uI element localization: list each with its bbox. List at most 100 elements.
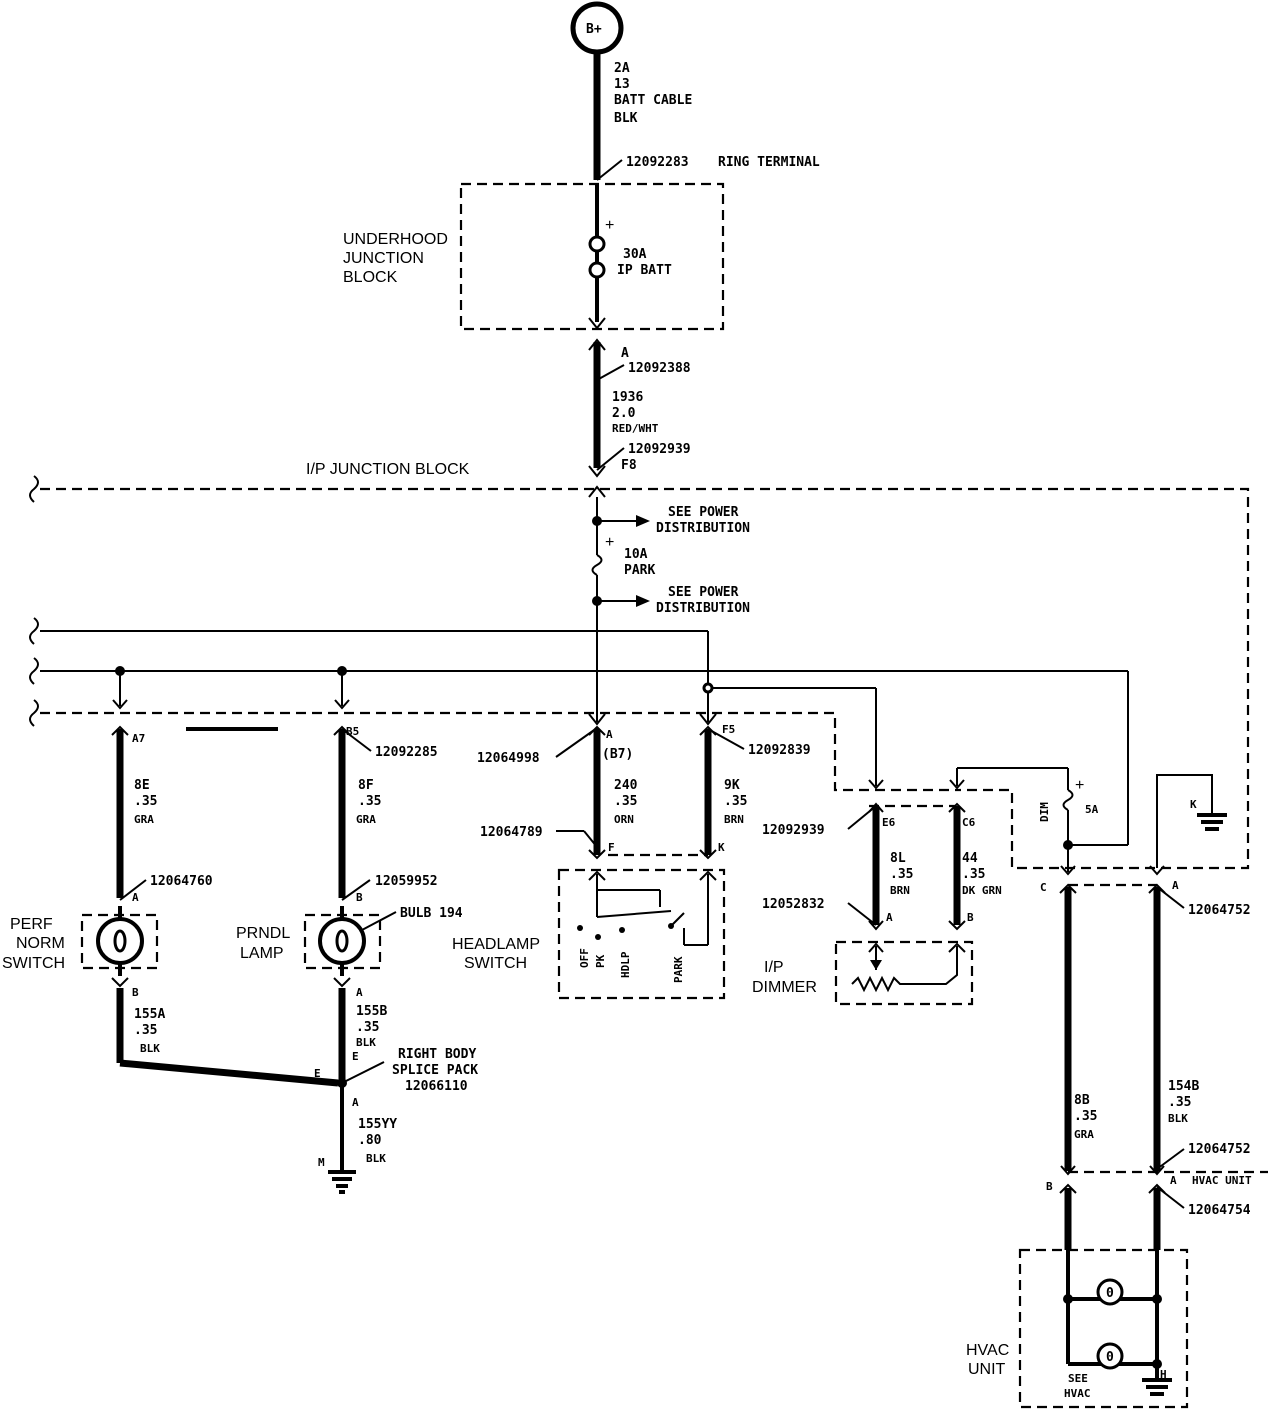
- prndl-label-1: PRNDL: [236, 925, 290, 942]
- branch-a7-gauge: .35: [134, 794, 157, 809]
- hvac-unit-label-1: HVAC: [966, 1342, 1009, 1359]
- headlamp-pos-park: PARK: [672, 956, 685, 983]
- headlamp-pos-hdlp: HDLP: [619, 951, 632, 978]
- prndl-part: 12059952: [375, 874, 438, 889]
- prndl-pin-b: B: [356, 891, 363, 904]
- hvac-conn-part-bottom: 12064754: [1188, 1203, 1251, 1218]
- wire-8b-circuit: 8B: [1074, 1093, 1090, 1108]
- headlamp-pos-off: OFF: [578, 948, 591, 968]
- batt-cable-color: BLK: [614, 111, 638, 126]
- perf-switch-pin-a: A: [132, 891, 139, 904]
- underhood-junction-block: UNDERHOOD JUNCTION BLOCK + 30A IP BATT: [343, 182, 725, 351]
- wire-154b-circuit: 154B: [1168, 1079, 1199, 1094]
- branch-a7-color: GRA: [134, 813, 154, 826]
- headlamp-label-1: HEADLAMP: [452, 936, 540, 953]
- battery-feed: B+ 2A 13 BATT CABLE BLK 12092283 RING TE…: [570, 1, 820, 181]
- ip-dimmer: E6 12092939 8L .35 BRN 12052832 A C6 44 …: [752, 767, 1068, 1006]
- splice-label-1: RIGHT BODY: [398, 1047, 476, 1062]
- underhood-label-1: UNDERHOOD: [343, 231, 448, 248]
- hvac-see-1: SEE: [1068, 1372, 1088, 1385]
- hvac-unit-label-2: UNIT: [968, 1361, 1006, 1378]
- power-dist-1-line1: SEE POWER: [668, 505, 739, 520]
- branch-f5-pin: F5: [722, 723, 735, 736]
- branch-a-gauge: .35: [614, 794, 637, 809]
- perf-switch-part: 12064760: [150, 874, 213, 889]
- splice-pin-e2: E: [352, 1050, 359, 1063]
- dimmer-pin-b: B: [967, 911, 974, 924]
- branch-f5-circuit: 9K: [724, 778, 740, 793]
- hvac-part-a: 12064752: [1188, 903, 1251, 918]
- dim-fuse-rating: 5A: [1085, 803, 1099, 816]
- park-fuse-section: SEE POWER DISTRIBUTION + 10A PARK SEE PO…: [588, 497, 750, 726]
- hvac-pin-k: K: [1190, 798, 1197, 811]
- wire-155a-color: BLK: [140, 1042, 160, 1055]
- headlamp-pin-k: K: [718, 841, 725, 854]
- headlamp-pin-f: F: [608, 841, 615, 854]
- dim-fuse-plus: +: [1075, 777, 1084, 794]
- branch-a7-circuit: 8E: [134, 778, 150, 793]
- headlamp-label-2: SWITCH: [464, 955, 527, 972]
- wire-8l-circuit: 8L: [890, 851, 906, 866]
- wire-1936-circuit: 1936: [612, 390, 643, 405]
- wire-44-color: DK GRN: [962, 884, 1002, 897]
- hvac-pin-h: H: [1160, 1368, 1167, 1381]
- wire-1936: A 12092388 1936 2.0 RED/WHT 12092939 F8: [588, 342, 691, 498]
- wire-8l-color: BRN: [890, 884, 910, 897]
- park-fuse-rating: 10A: [624, 547, 648, 562]
- splice-pin-e: E: [314, 1067, 321, 1080]
- hvac-conn-pin-b: B: [1046, 1180, 1053, 1193]
- headlamp-switch: F K OFF PK HDLP PARK HEADLAMP SWITCH: [452, 841, 726, 1000]
- wire-155yy-color: BLK: [366, 1152, 386, 1165]
- dimmer-pin-e6: E6: [882, 816, 896, 829]
- branch-perf-switch: A7 8E .35 GRA 12064760 A PERF NORM SWITC…: [2, 725, 339, 1087]
- dimmer-pin-c6: C6: [962, 816, 976, 829]
- wire-154b-gauge: .35: [1168, 1095, 1191, 1110]
- conn-f8-pin: F8: [621, 458, 637, 473]
- prndl-label-2: LAMP: [240, 945, 284, 962]
- branch-b5-gauge: .35: [358, 794, 381, 809]
- branch-prndl-lamp: B5 12092285 8F .35 GRA 12059952 B BULB 1…: [236, 725, 463, 1083]
- ground-m-label: M: [318, 1156, 325, 1169]
- branch-a-cavity: (B7): [602, 747, 633, 762]
- wire-8b-color: GRA: [1074, 1128, 1094, 1141]
- branch-a-circuit: 240: [614, 778, 638, 793]
- branch-b5-part: 12092285: [375, 745, 438, 760]
- splice-pack: E E A RIGHT BODY SPLICE PACK 12066110 15…: [314, 1047, 478, 1194]
- park-fuse-name: PARK: [624, 563, 655, 578]
- branch-a7-pin: A7: [132, 732, 145, 745]
- ipbatt-fuse-rating: 30A: [623, 247, 647, 262]
- hvac-conn-pin-a: A: [1170, 1174, 1177, 1187]
- power-dist-2-line1: SEE POWER: [668, 585, 739, 600]
- power-dist-1-line2: DISTRIBUTION: [656, 521, 750, 536]
- splice-pin-a: A: [352, 1096, 359, 1109]
- wire-155a-circuit: 155A: [134, 1007, 165, 1022]
- wire-44-gauge: .35: [962, 867, 985, 882]
- wire-154b-color: BLK: [1168, 1112, 1188, 1125]
- ipbatt-fuse-plus: +: [605, 217, 614, 234]
- conn-f8-part: 12092939: [628, 442, 691, 457]
- hvac-feed-section: + 5A DIM K C A 12064752 8B .35 GRA 154B …: [1038, 768, 1251, 1171]
- hvac-conn-part-top: 12064752: [1188, 1142, 1251, 1157]
- wire-8l-gauge: .35: [890, 867, 913, 882]
- branch-a-pin: A: [606, 728, 613, 741]
- dimmer-part-e6: 12092939: [762, 823, 825, 838]
- dimmer-label-1: I/P: [764, 959, 784, 976]
- underhood-label-2: JUNCTION: [343, 250, 424, 267]
- wire-155b-gauge: .35: [356, 1020, 379, 1035]
- batt-cable-circuit: 2A: [614, 61, 630, 76]
- battery-label: B+: [586, 22, 602, 37]
- hvac-pin-c: C: [1040, 881, 1047, 894]
- branch-a-part: 12064998: [477, 751, 540, 766]
- ip-junction-label: I/P JUNCTION BLOCK: [306, 461, 470, 478]
- branch-f5-color: BRN: [724, 813, 744, 826]
- hvac-bulb-2: 0: [1106, 1350, 1114, 1365]
- conn-a1-pin: A: [621, 346, 629, 361]
- perf-switch-label-2: NORM: [16, 935, 65, 952]
- wire-155b-circuit: 155B: [356, 1004, 387, 1019]
- hvac-bulb-1: 0: [1106, 1286, 1114, 1301]
- power-dist-2-line2: DISTRIBUTION: [656, 601, 750, 616]
- dimmer-pin-a: A: [886, 911, 893, 924]
- perf-switch-pin-b: B: [132, 986, 139, 999]
- hvac-pin-a: A: [1172, 879, 1179, 892]
